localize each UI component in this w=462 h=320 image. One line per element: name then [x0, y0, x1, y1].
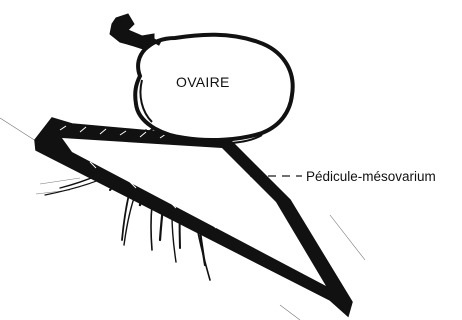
ovary-label: OVAIRE: [176, 74, 230, 90]
pedicle-wedge: [35, 118, 352, 316]
pedicle-callout-label: Pédicule-mésovarium: [306, 169, 436, 184]
fallopian-stump: [110, 14, 160, 50]
